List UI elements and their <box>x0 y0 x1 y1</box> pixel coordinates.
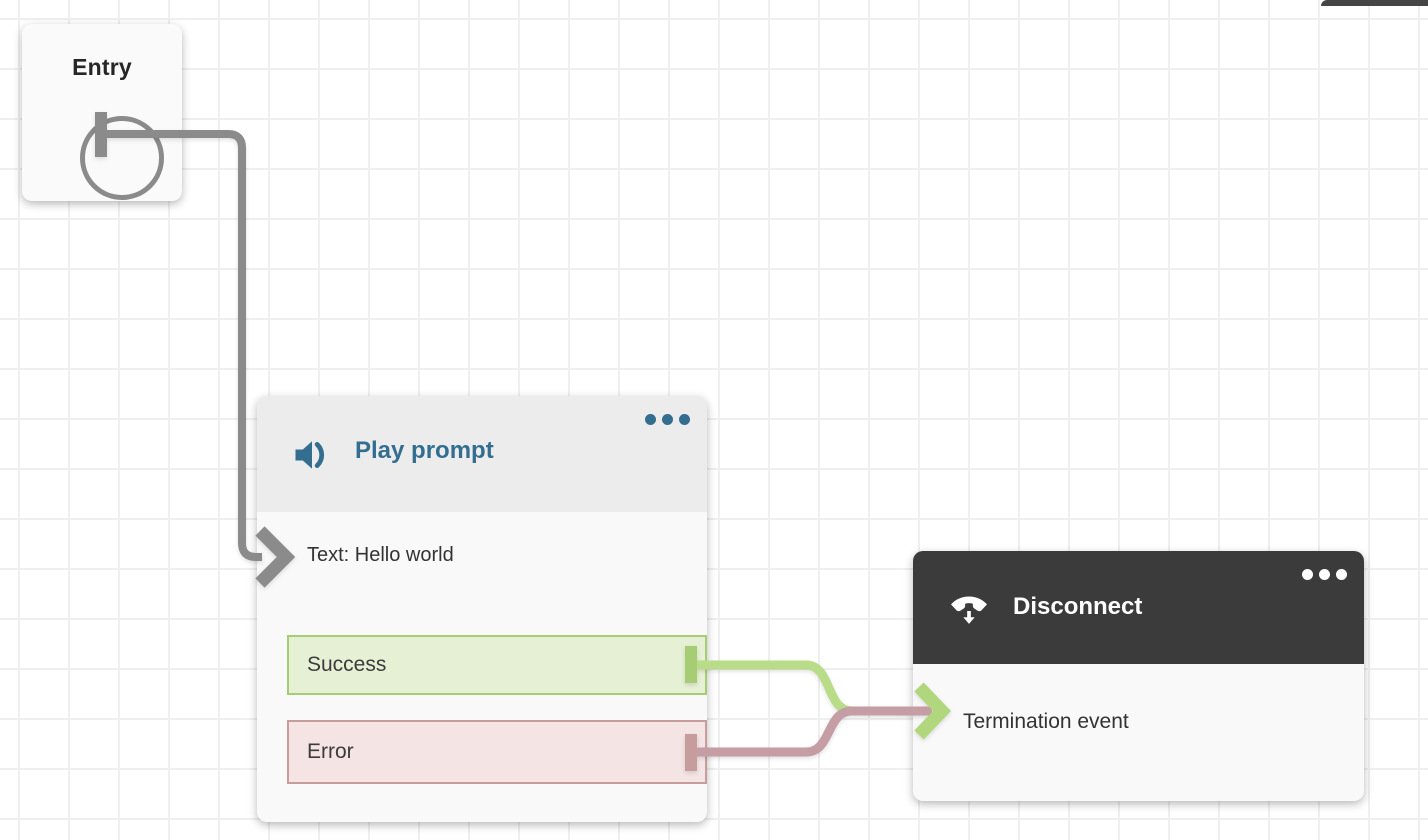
play-prompt-menu-ellipsis-icon[interactable] <box>645 414 690 425</box>
clipped-node-top-right[interactable] <box>1321 0 1428 6</box>
menu-dot <box>1319 569 1330 580</box>
disconnect-node[interactable]: Disconnect Termination event <box>913 551 1364 801</box>
disconnect-menu-ellipsis-icon[interactable] <box>1302 569 1347 580</box>
play-prompt-node[interactable]: Play prompt Text: Hello world Success Er… <box>257 396 707 822</box>
disconnect-body-text: Termination event <box>963 710 1129 733</box>
play-prompt-title: Play prompt <box>355 437 494 464</box>
disconnect-title: Disconnect <box>1013 593 1143 620</box>
phone-hangup-icon <box>951 596 987 624</box>
menu-dot <box>662 414 673 425</box>
branch-error-label: Error <box>307 740 354 763</box>
branch-success-label: Success <box>307 653 387 676</box>
disconnect-header: Disconnect <box>913 551 1364 664</box>
entry-node[interactable]: Entry <box>22 24 182 201</box>
connector-error-to-disconnect[interactable] <box>691 706 932 757</box>
entry-node-title: Entry <box>72 54 132 80</box>
branch-error[interactable]: Error <box>287 720 707 784</box>
connector-success-to-disconnect[interactable] <box>691 660 916 716</box>
speaker-icon <box>295 441 325 469</box>
entry-port-circle[interactable] <box>80 116 164 200</box>
menu-dot <box>679 414 690 425</box>
menu-dot <box>1336 569 1347 580</box>
play-prompt-body-text: Text: Hello world <box>307 544 454 566</box>
menu-dot <box>645 414 656 425</box>
play-prompt-header: Play prompt <box>257 396 707 512</box>
branch-success[interactable]: Success <box>287 635 707 695</box>
menu-dot <box>1302 569 1313 580</box>
